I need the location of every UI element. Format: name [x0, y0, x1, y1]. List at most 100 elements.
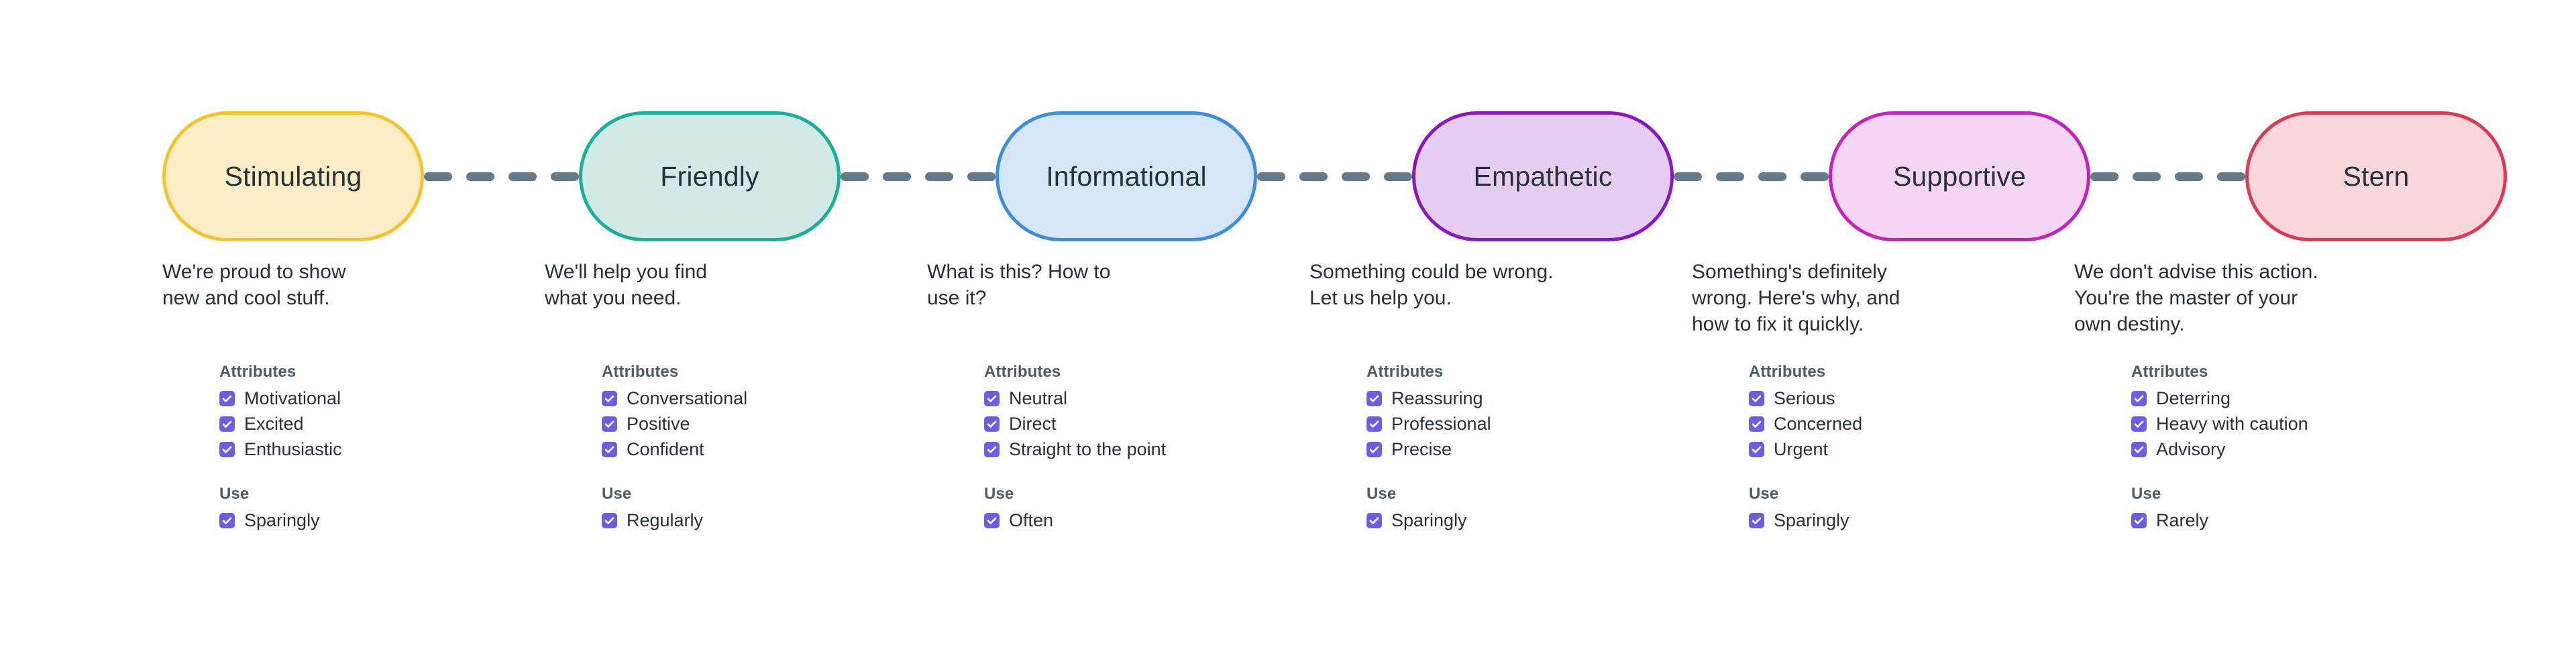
checkbox-checked-icon[interactable]	[1366, 390, 1382, 406]
tone-pill-stimulating[interactable]: Stimulating	[162, 111, 424, 241]
checkbox-checked-icon[interactable]	[602, 441, 617, 457]
attribute-item-label: Advisory	[2156, 438, 2226, 459]
tone-pill-label: Stern	[2343, 160, 2410, 192]
tone-pill-stern[interactable]: Stern	[2245, 111, 2507, 241]
tone-pill-supportive[interactable]: Supportive	[1829, 111, 2090, 241]
dashed-line-icon	[466, 172, 494, 181]
dashed-connector	[841, 111, 996, 241]
attribute-item-label: Neutral	[1009, 388, 1068, 408]
dashed-line-icon	[1801, 172, 1829, 181]
checkbox-checked-icon[interactable]	[2131, 416, 2147, 432]
checkbox-checked-icon[interactable]	[2131, 512, 2147, 528]
tone-pill-informational[interactable]: Informational	[996, 111, 1257, 241]
tone-description: We don't advise this action. You're the …	[2074, 261, 2318, 335]
tone-column-empathetic: Something could be wrong. Let us help yo…	[1309, 259, 1692, 574]
use-heading: Use	[1749, 485, 1779, 503]
attributes-heading: Attributes	[219, 363, 297, 381]
attribute-item-label: Positive	[627, 413, 690, 434]
tone-column-stern: We don't advise this action. You're the …	[2074, 259, 2457, 574]
use-heading: Use	[2131, 485, 2161, 503]
use-item[interactable]: Often	[984, 508, 1299, 533]
attribute-item[interactable]: Urgent	[1749, 436, 2064, 462]
dashed-line-icon	[1299, 172, 1328, 181]
attribute-item[interactable]: Neutral	[984, 386, 1299, 411]
use-item[interactable]: Rarely	[2131, 508, 2447, 533]
attributes-heading: Attributes	[1366, 363, 1444, 381]
tone-pill-row: Stimulating Friendly Informational Empathet…	[162, 111, 2507, 241]
tone-description: We're proud to show new and cool stuff.	[162, 261, 346, 309]
tone-description: Something's definitely wrong. Here's why…	[1692, 261, 1900, 335]
tone-column-stimulating: We're proud to show new and cool stuff. A…	[162, 259, 545, 574]
dashed-line-icon	[1758, 172, 1786, 181]
tone-detail-columns: We're proud to show new and cool stuff. A…	[162, 259, 2414, 574]
checkbox-checked-icon[interactable]	[1366, 512, 1382, 528]
tone-pill-friendly[interactable]: Friendly	[579, 111, 841, 241]
dashed-connector	[424, 111, 579, 241]
attribute-item[interactable]: Advisory	[2131, 436, 2447, 462]
checkbox-checked-icon[interactable]	[1366, 441, 1382, 457]
checkbox-checked-icon[interactable]	[1749, 416, 1764, 432]
attribute-item[interactable]: Conversational	[602, 386, 917, 411]
checkbox-checked-icon[interactable]	[1749, 441, 1764, 457]
dashed-line-icon	[925, 172, 953, 181]
dashed-line-icon	[967, 172, 996, 181]
checkbox-checked-icon[interactable]	[984, 512, 1000, 528]
attribute-item-label: Serious	[1774, 388, 1835, 408]
attribute-item[interactable]: Enthusiastic	[219, 436, 535, 462]
attribute-item[interactable]: Direct	[984, 411, 1299, 436]
use-item[interactable]: Regularly	[602, 508, 917, 533]
checkbox-checked-icon[interactable]	[219, 390, 235, 406]
attribute-item-label: Excited	[244, 413, 304, 434]
attribute-item[interactable]: Professional	[1366, 411, 1682, 436]
attribute-item-label: Straight to the point	[1009, 438, 1167, 459]
checkbox-checked-icon[interactable]	[1749, 512, 1764, 528]
dashed-line-icon	[2217, 172, 2245, 181]
dashed-line-icon	[508, 172, 537, 181]
attribute-item[interactable]: Reassuring	[1366, 386, 1682, 411]
attribute-item-label: Concerned	[1774, 413, 1863, 434]
checkbox-checked-icon[interactable]	[2131, 390, 2147, 406]
attribute-item-label: Precise	[1391, 438, 1452, 459]
attributes-heading: Attributes	[984, 363, 1061, 381]
checkbox-checked-icon[interactable]	[984, 416, 1000, 432]
attribute-item[interactable]: Excited	[219, 411, 535, 436]
use-heading: Use	[219, 485, 250, 503]
tone-description: Something could be wrong. Let us help yo…	[1309, 261, 1554, 309]
attribute-item[interactable]: Precise	[1366, 436, 1682, 462]
use-item-label: Rarely	[2156, 510, 2209, 530]
checkbox-checked-icon[interactable]	[602, 416, 617, 432]
use-item[interactable]: Sparingly	[1749, 508, 2064, 533]
use-item-label: Often	[1009, 510, 1054, 530]
attribute-item-label: Conversational	[627, 388, 748, 408]
attribute-item[interactable]: Serious	[1749, 386, 2064, 411]
use-item[interactable]: Sparingly	[1366, 508, 1682, 533]
checkbox-checked-icon[interactable]	[219, 416, 235, 432]
checkbox-checked-icon[interactable]	[1366, 416, 1382, 432]
use-item[interactable]: Sparingly	[219, 508, 535, 533]
attribute-item[interactable]: Straight to the point	[984, 436, 1299, 462]
use-item-label: Regularly	[627, 510, 704, 530]
attribute-item-label: Reassuring	[1391, 388, 1483, 408]
attribute-item[interactable]: Confident	[602, 436, 917, 462]
attribute-item[interactable]: Concerned	[1749, 411, 2064, 436]
checkbox-checked-icon[interactable]	[602, 390, 617, 406]
checkbox-checked-icon[interactable]	[602, 512, 617, 528]
attribute-item-label: Motivational	[244, 388, 341, 408]
dashed-line-icon	[1674, 172, 1702, 181]
attribute-item[interactable]: Positive	[602, 411, 917, 436]
checkbox-checked-icon[interactable]	[984, 390, 1000, 406]
tone-pill-label: Stimulating	[224, 160, 362, 192]
attribute-item[interactable]: Heavy with caution	[2131, 411, 2447, 436]
checkbox-checked-icon[interactable]	[2131, 441, 2147, 457]
checkbox-checked-icon[interactable]	[219, 512, 235, 528]
checkbox-checked-icon[interactable]	[219, 441, 235, 457]
tone-pill-empathetic[interactable]: Empathetic	[1412, 111, 1674, 241]
dashed-line-icon	[841, 172, 869, 181]
use-heading: Use	[1366, 485, 1397, 503]
checkbox-checked-icon[interactable]	[984, 441, 1000, 457]
attribute-item[interactable]: Motivational	[219, 386, 535, 411]
attribute-item[interactable]: Deterring	[2131, 386, 2447, 411]
checkbox-checked-icon[interactable]	[1749, 390, 1764, 406]
